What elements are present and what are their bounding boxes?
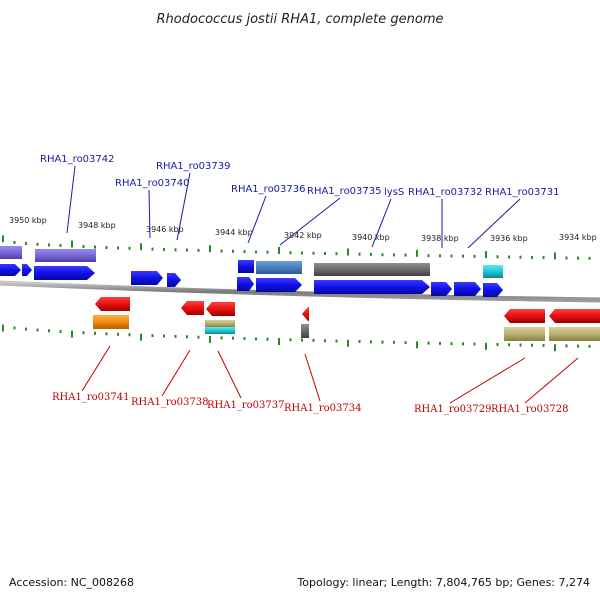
gene-label-RHA1_ro03732[interactable]: RHA1_ro03732 xyxy=(408,187,483,198)
gene-blue-small[interactable] xyxy=(238,260,254,273)
gene-arrow-rev[interactable] xyxy=(181,301,204,315)
gene-label-RHA1_ro03737[interactable]: RHA1_ro03737 xyxy=(207,400,284,411)
gene-olive-small[interactable] xyxy=(205,320,235,327)
tick-label: 3946 kbp xyxy=(146,225,184,234)
gene-arrow-fwd[interactable] xyxy=(314,280,430,294)
gene-cyan-small[interactable] xyxy=(205,327,235,334)
gene-label-RHA1_ro03739[interactable]: RHA1_ro03739 xyxy=(156,161,231,172)
top-leader-lines xyxy=(66,165,521,249)
bottom-leader-lines xyxy=(81,345,579,404)
gene-label-RHA1_ro03738[interactable]: RHA1_ro03738 xyxy=(131,397,208,408)
gene-arrow-fwd[interactable] xyxy=(483,283,503,297)
gene-olive-2[interactable] xyxy=(549,327,600,341)
gene-gray-lysS[interactable] xyxy=(314,263,430,276)
gene-arrow-fwd[interactable] xyxy=(131,271,163,285)
gene-arrow-fwd[interactable] xyxy=(167,273,181,287)
gene-label-RHA1_ro03735[interactable]: RHA1_ro03735 xyxy=(307,186,382,197)
gene-label-RHA1_ro03742[interactable]: RHA1_ro03742 xyxy=(40,154,115,165)
gene-arrow-fwd[interactable] xyxy=(431,282,452,296)
bottom-labels: RHA1_ro03741 RHA1_ro03738 RHA1_ro03737 R… xyxy=(52,392,568,415)
topology-text: Topology: linear; Length: 7,804,765 bp; … xyxy=(296,576,590,589)
gene-label-RHA1_ro03741[interactable]: RHA1_ro03741 xyxy=(52,392,129,403)
tick-label: 3940 kbp xyxy=(352,233,390,242)
gene-label-RHA1_ro03740[interactable]: RHA1_ro03740 xyxy=(115,178,190,189)
gene-arrow-rev[interactable] xyxy=(302,307,309,321)
gene-label-RHA1_ro03736[interactable]: RHA1_ro03736 xyxy=(231,184,306,195)
tick-label: 3950 kbp xyxy=(9,216,47,225)
genes-bottom-row1 xyxy=(95,297,600,323)
gene-arrow-fwd[interactable] xyxy=(22,264,32,276)
gene-label-RHA1_ro03731[interactable]: RHA1_ro03731 xyxy=(485,187,560,198)
tick-label: 3938 kbp xyxy=(421,234,459,243)
ruler-bottom xyxy=(2,324,591,352)
tick-label: 3936 kbp xyxy=(490,234,528,243)
gene-arrow-fwd[interactable] xyxy=(454,282,481,296)
page-title: Rhodococcus jostii RHA1, complete genome xyxy=(157,12,444,27)
genes-top-row1 xyxy=(0,246,503,278)
ruler-labels: 3950 kbp 3948 kbp 3946 kbp 3944 kbp 3942… xyxy=(9,216,597,243)
tick-label: 3948 kbp xyxy=(78,221,116,230)
genes-top-row2 xyxy=(0,264,503,297)
tick-label: 3944 kbp xyxy=(215,228,253,237)
gene-gray-small[interactable] xyxy=(301,324,309,338)
top-labels: RHA1_ro03742 RHA1_ro03739 RHA1_ro03740 R… xyxy=(40,154,560,198)
genes-bottom-row2 xyxy=(93,315,600,341)
gene-label-RHA1_ro03734[interactable]: RHA1_ro03734 xyxy=(284,403,361,414)
gene-arrow-fwd[interactable] xyxy=(237,277,254,291)
gene-arrow-fwd[interactable] xyxy=(34,266,95,280)
tick-label: 3934 kbp xyxy=(559,233,597,242)
gene-label-lysS[interactable]: lysS xyxy=(384,187,404,198)
genome-backbone xyxy=(0,280,600,303)
gene-arrow-rev[interactable] xyxy=(95,297,130,311)
gene-cyan[interactable] xyxy=(483,265,503,278)
ruler-top xyxy=(2,235,591,260)
gene-olive-1[interactable] xyxy=(504,327,545,341)
gene-steel[interactable] xyxy=(256,261,302,274)
tick-label: 3942 kbp xyxy=(284,231,322,240)
gene-orange[interactable] xyxy=(93,315,129,329)
gene-arrow-fwd[interactable] xyxy=(256,278,302,292)
gene-arrow-rev[interactable] xyxy=(206,302,235,316)
gene-label-RHA1_ro03729[interactable]: RHA1_ro03729 xyxy=(414,404,491,415)
gene-arrow-rev[interactable] xyxy=(504,309,545,323)
gene-label-RHA1_ro03728[interactable]: RHA1_ro03728 xyxy=(491,404,568,415)
gene-purple-1[interactable] xyxy=(0,246,22,259)
gene-arrow-rev[interactable] xyxy=(549,309,600,323)
gene-arrow-fwd[interactable] xyxy=(0,264,21,276)
gene-purple-2[interactable] xyxy=(35,249,96,262)
accession-text: Accession: NC_008268 xyxy=(9,576,134,589)
